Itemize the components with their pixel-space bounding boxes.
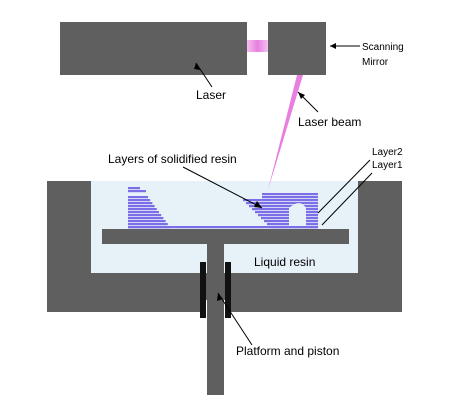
arrow-platform [217, 293, 223, 301]
label-layers-solidified: Layers of solidified resin [108, 152, 237, 166]
resin-layer-strip [128, 196, 148, 199]
resin-arch-cutout [289, 203, 306, 226]
piston-seal-left [200, 262, 206, 318]
label-scanning-mirror-2: Mirror [362, 57, 389, 68]
leader-layer2 [317, 159, 371, 214]
arrow-mirror [330, 43, 336, 49]
arrow-laser-beam [298, 92, 305, 99]
resin-layer-strip [128, 211, 159, 214]
resin-vat [47, 181, 402, 312]
resin-layer-strip [243, 199, 318, 202]
resin-layer-strip [128, 220, 166, 223]
piston-seal-right [225, 262, 231, 318]
resin-layer-strip [128, 199, 151, 202]
resin-layer-strip [128, 205, 155, 208]
resin-layer-strip [258, 214, 318, 217]
resin-layer-strip [255, 211, 318, 214]
label-laser: Laser [196, 88, 226, 102]
resin-layer-strip [128, 190, 146, 193]
build-platform [102, 229, 349, 244]
label-laser-beam: Laser beam [298, 115, 361, 129]
label-layer1: Layer1 [372, 160, 403, 171]
resin-layer-strip [249, 205, 318, 208]
solidified-resin-layers [128, 187, 318, 229]
laser-beam-deflected [268, 75, 303, 190]
resin-layer-strip [128, 187, 140, 190]
resin-layer-strip [128, 214, 162, 217]
laser-beam-horizontal [247, 40, 268, 52]
leader-layers [182, 166, 263, 209]
leader-lines [182, 45, 373, 346]
arrow-layers [254, 201, 262, 208]
label-platform-piston: Platform and piston [236, 344, 339, 358]
resin-layer-strip [128, 223, 168, 226]
resin-layer-strip [128, 202, 153, 205]
leader-laser [195, 62, 213, 88]
arrow-laser [194, 63, 200, 70]
piston-rod [207, 244, 224, 395]
label-layer2: Layer2 [372, 147, 403, 158]
laser-unit [60, 22, 247, 75]
leader-platform [217, 292, 253, 346]
label-scanning-mirror-1: Scanning [362, 42, 404, 53]
leader-arrowheads [194, 43, 336, 301]
label-liquid-resin: Liquid resin [254, 255, 315, 269]
resin-layer-strip [246, 202, 318, 205]
leader-layer1 [321, 172, 373, 226]
scanning-mirror [268, 22, 326, 75]
resin-layer-strip [128, 208, 157, 211]
resin-layer-strip [252, 208, 318, 211]
resin-layer-strip [128, 217, 164, 220]
resin-layer-strip [262, 196, 318, 199]
resin-layer-strip [128, 226, 318, 229]
resin-layer-strip [262, 193, 318, 196]
